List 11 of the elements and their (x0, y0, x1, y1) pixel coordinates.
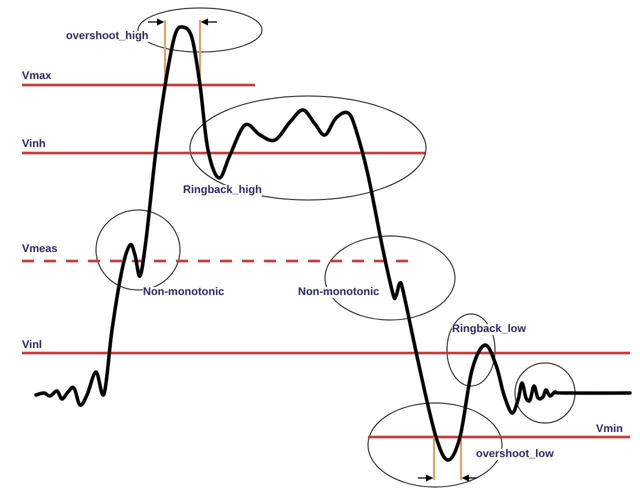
signal-label: Vmax (22, 71, 52, 82)
signal-label: Non-monotonic (143, 287, 224, 298)
signal-label: Vinh (22, 139, 46, 150)
signal-label: overshoot_high (66, 31, 149, 42)
signal-label: Vmin (596, 424, 623, 435)
signal-label: Vinl (22, 340, 42, 351)
signal-label: Ringback_high (183, 185, 262, 196)
signal-label: Non-monotonic (298, 287, 380, 298)
signal-label: overshoot_low (476, 449, 554, 460)
signal-label: Ringback_low (452, 324, 526, 335)
signal-label: Vmeas (22, 244, 58, 255)
